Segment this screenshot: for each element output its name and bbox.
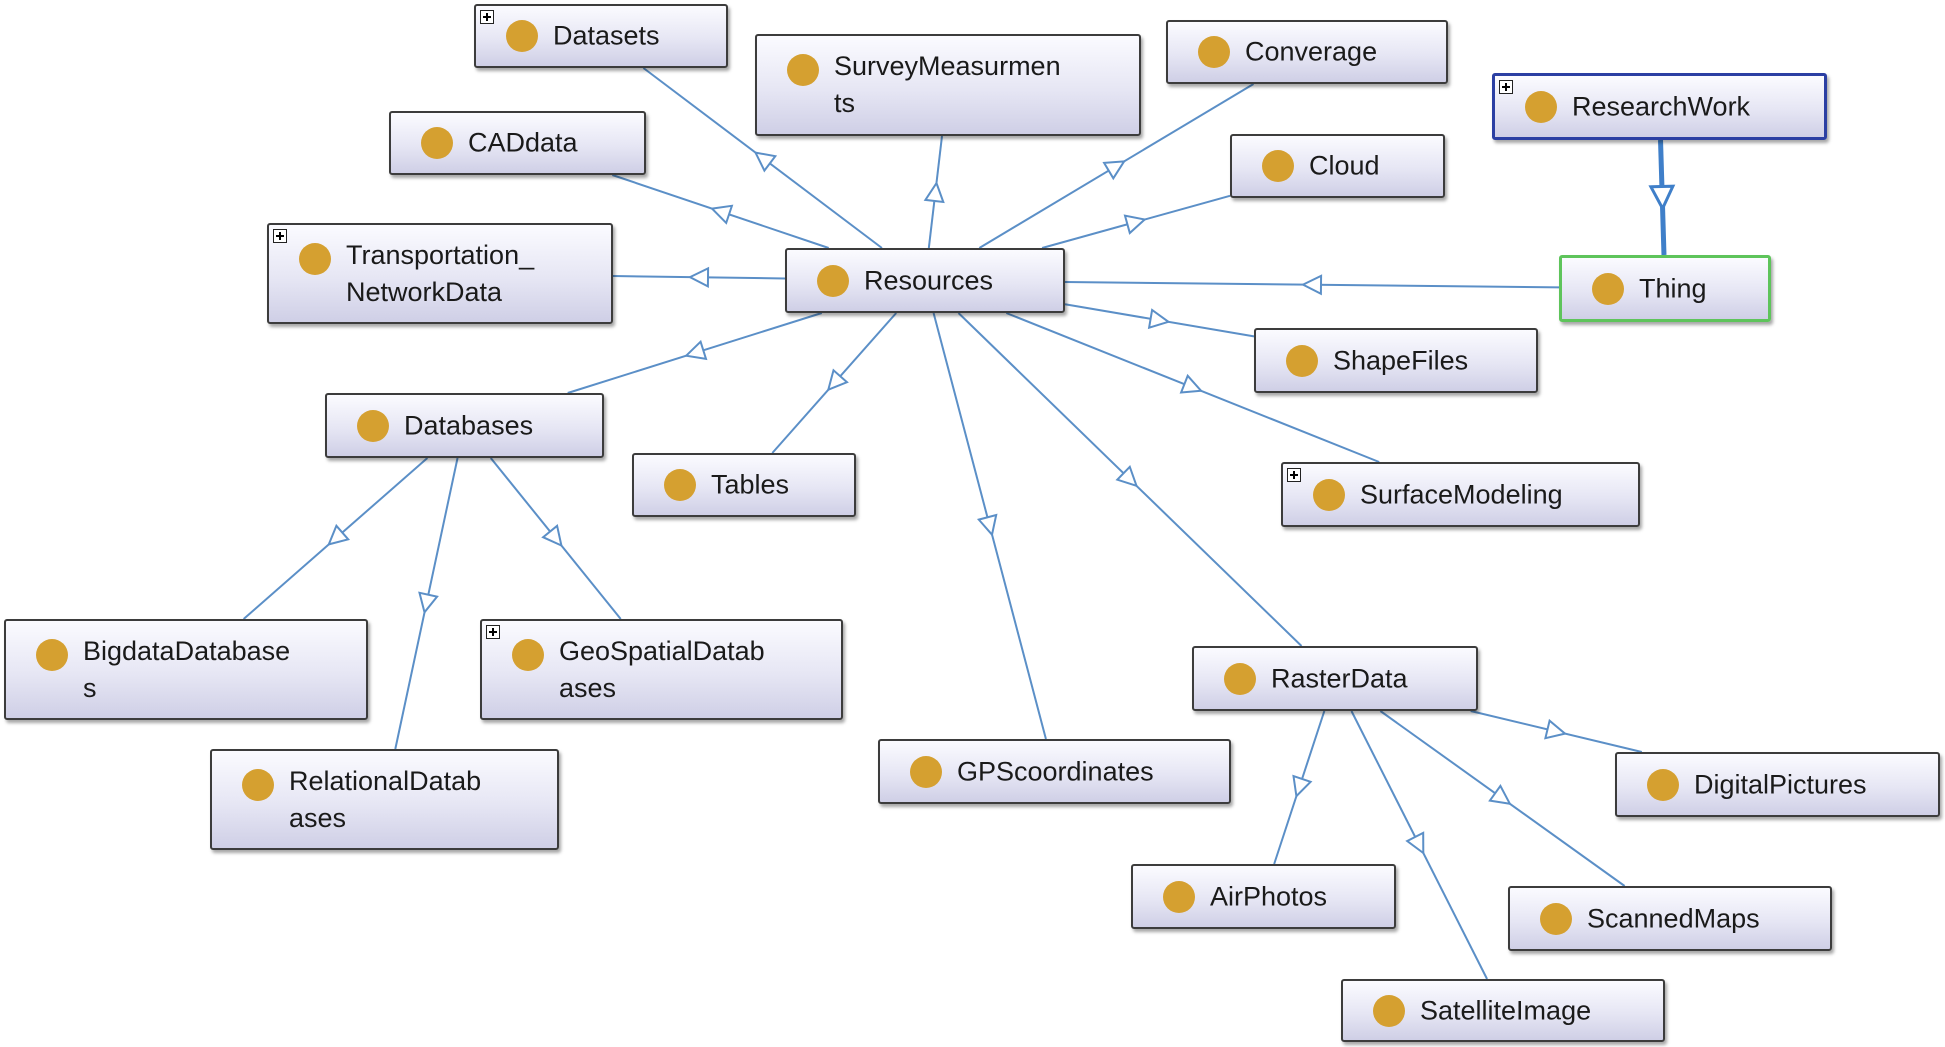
node-databases[interactable]: Databases	[325, 393, 604, 458]
class-icon	[817, 264, 849, 297]
class-icon	[1647, 768, 1679, 801]
node-resources[interactable]: Resources	[785, 248, 1065, 313]
arrowhead-icon	[687, 266, 710, 289]
arrowhead-icon	[541, 523, 563, 548]
class-icon	[512, 639, 544, 671]
class-icon	[421, 127, 453, 159]
node-airphotos[interactable]: AirPhotos	[1131, 864, 1396, 929]
class-icon	[1525, 90, 1557, 123]
class-icon	[1198, 36, 1230, 68]
node-label: SurveyMeasurmen ts	[834, 51, 1061, 118]
expand-icon[interactable]	[273, 229, 287, 243]
node-label: ResearchWork	[1572, 91, 1751, 121]
node-geospatialdatabases[interactable]: GeoSpatialDatab ases	[480, 619, 843, 720]
class-icon	[357, 409, 389, 442]
node-rasterdata[interactable]: RasterData	[1192, 646, 1478, 711]
arrowhead-icon	[826, 368, 849, 392]
node-label: RasterData	[1271, 663, 1408, 693]
node-label: Cloud	[1309, 150, 1380, 181]
arrowhead-icon	[1179, 373, 1204, 394]
node-cloud[interactable]: Cloud	[1230, 134, 1445, 198]
expand-icon[interactable]	[1499, 80, 1513, 94]
node-label: ShapeFiles	[1333, 345, 1469, 375]
node-label: Resources	[864, 265, 994, 295]
arrowhead-icon	[418, 591, 439, 615]
node-digitalpictures[interactable]: DigitalPictures	[1615, 752, 1940, 817]
arrowhead-icon	[1147, 308, 1171, 330]
arrowhead-icon	[1488, 784, 1512, 805]
class-icon	[787, 54, 819, 86]
arrowhead-icon	[1544, 718, 1568, 740]
arrowhead-icon	[1123, 214, 1147, 235]
node-satelliteimage[interactable]: SatelliteImage	[1341, 979, 1665, 1042]
arrowhead-icon	[753, 151, 778, 173]
expand-icon[interactable]	[1287, 468, 1301, 482]
arrowhead-icon	[1405, 831, 1425, 855]
node-caddata[interactable]: CADdata	[389, 111, 646, 175]
node-label: DigitalPictures	[1694, 769, 1867, 799]
class-icon	[910, 755, 942, 788]
node-converage[interactable]: Converage	[1166, 20, 1448, 84]
expand-icon[interactable]	[486, 625, 500, 639]
class-icon	[1224, 662, 1256, 695]
node-label: GPScoordinates	[957, 756, 1154, 786]
node-label: Tables	[711, 469, 790, 500]
class-icon	[1313, 478, 1345, 511]
arrowhead-icon	[976, 513, 998, 537]
node-label: Converage	[1245, 36, 1378, 67]
node-gpscoordinates[interactable]: GPScoordinates	[878, 739, 1231, 804]
node-scannedmaps[interactable]: ScannedMaps	[1508, 886, 1832, 951]
class-icon	[1262, 150, 1294, 182]
node-label: SurfaceModeling	[1360, 479, 1563, 509]
arrowhead-icon	[684, 339, 708, 361]
node-label: Thing	[1639, 273, 1707, 303]
arrowhead-icon	[1300, 274, 1323, 296]
node-surfacemodeling[interactable]: SurfaceModeling	[1281, 462, 1640, 527]
arrowhead-icon	[1102, 160, 1127, 181]
class-icon	[664, 469, 696, 501]
class-icon	[1286, 344, 1318, 377]
node-researchwork[interactable]: ResearchWork	[1492, 73, 1827, 140]
node-label: RelationalDatab ases	[289, 766, 482, 833]
node-label: AirPhotos	[1210, 881, 1328, 911]
arrowhead-icon	[327, 523, 351, 546]
class-icon	[299, 243, 331, 275]
class-icon	[36, 639, 68, 671]
arrowhead-icon	[923, 180, 945, 204]
node-label: Datasets	[553, 20, 660, 51]
node-relationaldatabases[interactable]: RelationalDatab ases	[210, 749, 559, 850]
expand-icon[interactable]	[480, 10, 494, 24]
class-icon	[1540, 902, 1572, 935]
node-label: SatelliteImage	[1420, 995, 1592, 1025]
class-icon	[1592, 272, 1624, 305]
node-label: GeoSpatialDatab ases	[559, 636, 765, 703]
node-bigdatadatabases[interactable]: BigdataDatabase s	[4, 619, 368, 720]
node-surveymeasurements[interactable]: SurveyMeasurmen ts	[755, 34, 1141, 136]
node-thing[interactable]: Thing	[1559, 255, 1771, 322]
arrowhead-icon	[1648, 184, 1676, 212]
node-label: ScannedMaps	[1587, 903, 1760, 933]
class-icon	[1373, 994, 1405, 1027]
class-icon	[1163, 880, 1195, 913]
arrowhead-icon	[709, 204, 734, 225]
class-icon	[506, 20, 538, 52]
node-label: BigdataDatabase s	[83, 636, 291, 703]
arrowhead-icon	[1292, 774, 1313, 799]
node-label: Transportation_ NetworkData	[346, 240, 535, 307]
class-icon	[242, 769, 274, 801]
arrowhead-icon	[1115, 464, 1139, 488]
node-label: Databases	[404, 410, 534, 440]
node-transportation-networkdata[interactable]: Transportation_ NetworkData	[267, 223, 613, 324]
node-label: CADdata	[468, 127, 578, 158]
node-datasets[interactable]: Datasets	[474, 4, 728, 68]
node-tables[interactable]: Tables	[632, 453, 856, 517]
node-shapefiles[interactable]: ShapeFiles	[1254, 328, 1538, 393]
